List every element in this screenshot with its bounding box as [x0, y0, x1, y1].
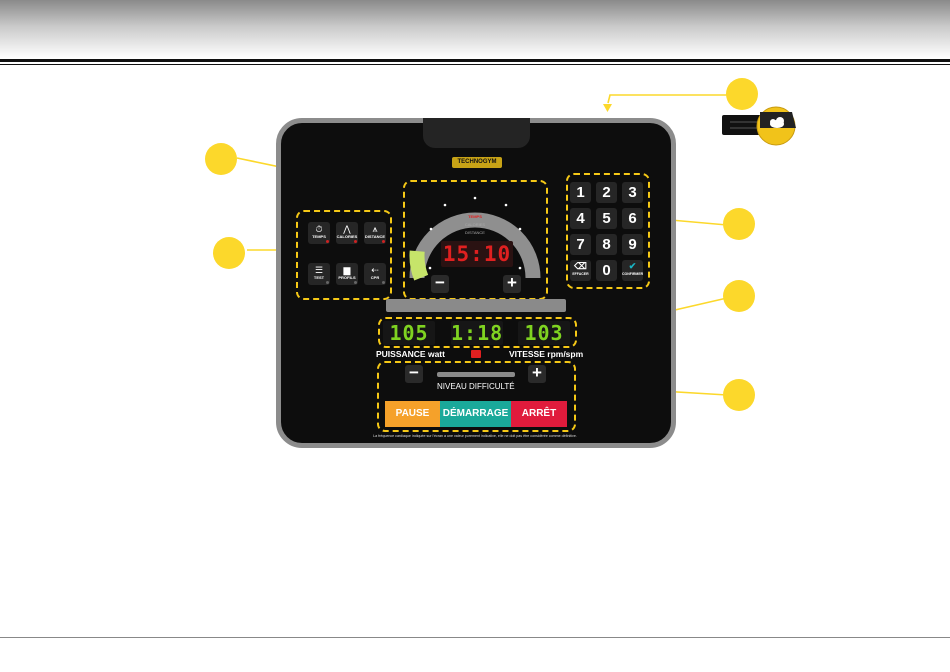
- timer-icon: ⏱: [315, 224, 323, 234]
- callout-4: [723, 208, 755, 240]
- button-temps[interactable]: ⏱ TEMPS: [308, 222, 330, 244]
- start-button[interactable]: DÉMARRAGE: [440, 401, 511, 427]
- header-band: [0, 0, 950, 58]
- key-3[interactable]: 3: [622, 182, 643, 203]
- profile-bars-icon: ▆: [343, 265, 351, 275]
- callout-6: [723, 379, 755, 411]
- footnote: La fréquence cardiaque indiquée sur l'éc…: [373, 434, 577, 438]
- button-calories-label: CALORIES: [336, 234, 358, 239]
- brand-logo: TECHNOGYM: [452, 157, 502, 168]
- divider-bar: [386, 299, 566, 312]
- gauge-plus-button[interactable]: +: [503, 274, 521, 293]
- zone-displays: [378, 317, 577, 348]
- zone-keypad: [566, 173, 650, 289]
- gauge-menu-distance: DISTANCE: [465, 230, 485, 235]
- button-test[interactable]: ☰ TEST: [308, 263, 330, 285]
- key-0[interactable]: 0: [596, 260, 617, 281]
- key-clear[interactable]: ⌫ EFFACER: [570, 260, 591, 281]
- power-label: PUISSANCE watt: [376, 349, 445, 359]
- key-9[interactable]: 9: [622, 234, 643, 255]
- stop-button[interactable]: ARRÊT: [511, 401, 567, 427]
- callout-5: [723, 280, 755, 312]
- led-indicator: [354, 281, 357, 284]
- key-2[interactable]: 2: [596, 182, 617, 203]
- button-distance-label: DISTANCE: [364, 234, 386, 239]
- key-1[interactable]: 1: [570, 182, 591, 203]
- callout-1: [205, 143, 237, 175]
- callout-3: [726, 78, 758, 110]
- backspace-icon: ⌫: [574, 261, 587, 271]
- led-indicator: [354, 240, 357, 243]
- heart-rate-icon: ⇠: [371, 265, 379, 275]
- led-indicator: [326, 240, 329, 243]
- led-indicator: [326, 281, 329, 284]
- middle-display: 1:18: [451, 321, 504, 345]
- key-6[interactable]: 6: [622, 208, 643, 229]
- key-confirm[interactable]: ✔ CONFIRMER: [622, 260, 643, 281]
- button-profils[interactable]: ▆ PROFILS: [336, 263, 358, 285]
- header-rule: [0, 59, 950, 62]
- key-5[interactable]: 5: [596, 208, 617, 229]
- zone-controls: [377, 361, 576, 432]
- button-distance[interactable]: ⩚ DISTANCE: [364, 222, 386, 244]
- power-display: 105: [383, 321, 435, 345]
- gauge-menu-temps: TEMPS: [468, 214, 482, 219]
- road-icon: ⩚: [372, 224, 378, 234]
- zone-gauge: [403, 180, 548, 300]
- footer-rule: [0, 637, 950, 638]
- button-cpr[interactable]: ⇠ CPR: [364, 263, 386, 285]
- difficulty-label: NIVEAU DIFFICULTÉ: [437, 382, 515, 391]
- gauge-display: 15:10: [441, 241, 513, 267]
- difficulty-bar: [437, 372, 515, 377]
- check-icon: ✔: [628, 261, 637, 271]
- difficulty-minus-button[interactable]: −: [405, 364, 423, 383]
- pause-button[interactable]: PAUSE: [385, 401, 440, 427]
- leader-line-usb: [607, 94, 727, 104]
- speed-display: 103: [518, 321, 570, 345]
- led-indicator: [382, 281, 385, 284]
- difficulty-plus-button[interactable]: +: [528, 364, 546, 383]
- key-4[interactable]: 4: [570, 208, 591, 229]
- header-rule-thin: [0, 64, 950, 65]
- led-indicator: [382, 240, 385, 243]
- console-top-slot: [423, 118, 530, 148]
- arrow-down-icon: [603, 104, 612, 112]
- button-temps-label: TEMPS: [312, 234, 326, 239]
- key-clear-label: EFFACER: [572, 272, 589, 276]
- button-profils-label: PROFILS: [338, 275, 356, 280]
- usb-key-icon: [722, 106, 796, 146]
- key-confirm-label: CONFIRMER: [622, 272, 644, 276]
- callout-2: [213, 237, 245, 269]
- button-cpr-label: CPR: [370, 275, 380, 280]
- gauge-menu-calories: CALORIES: [464, 222, 486, 227]
- list-icon: ☰: [314, 265, 324, 275]
- gauge-minus-button[interactable]: −: [431, 274, 449, 293]
- zone-menu: [296, 210, 392, 300]
- button-test-label: TEST: [313, 275, 325, 280]
- button-calories[interactable]: ⋀ CALORIES: [336, 222, 358, 244]
- speed-label: VITESSE rpm/spm: [509, 349, 584, 359]
- flame-icon: ⋀: [343, 224, 351, 234]
- key-7[interactable]: 7: [570, 234, 591, 255]
- key-8[interactable]: 8: [596, 234, 617, 255]
- heart-indicator: [471, 350, 481, 358]
